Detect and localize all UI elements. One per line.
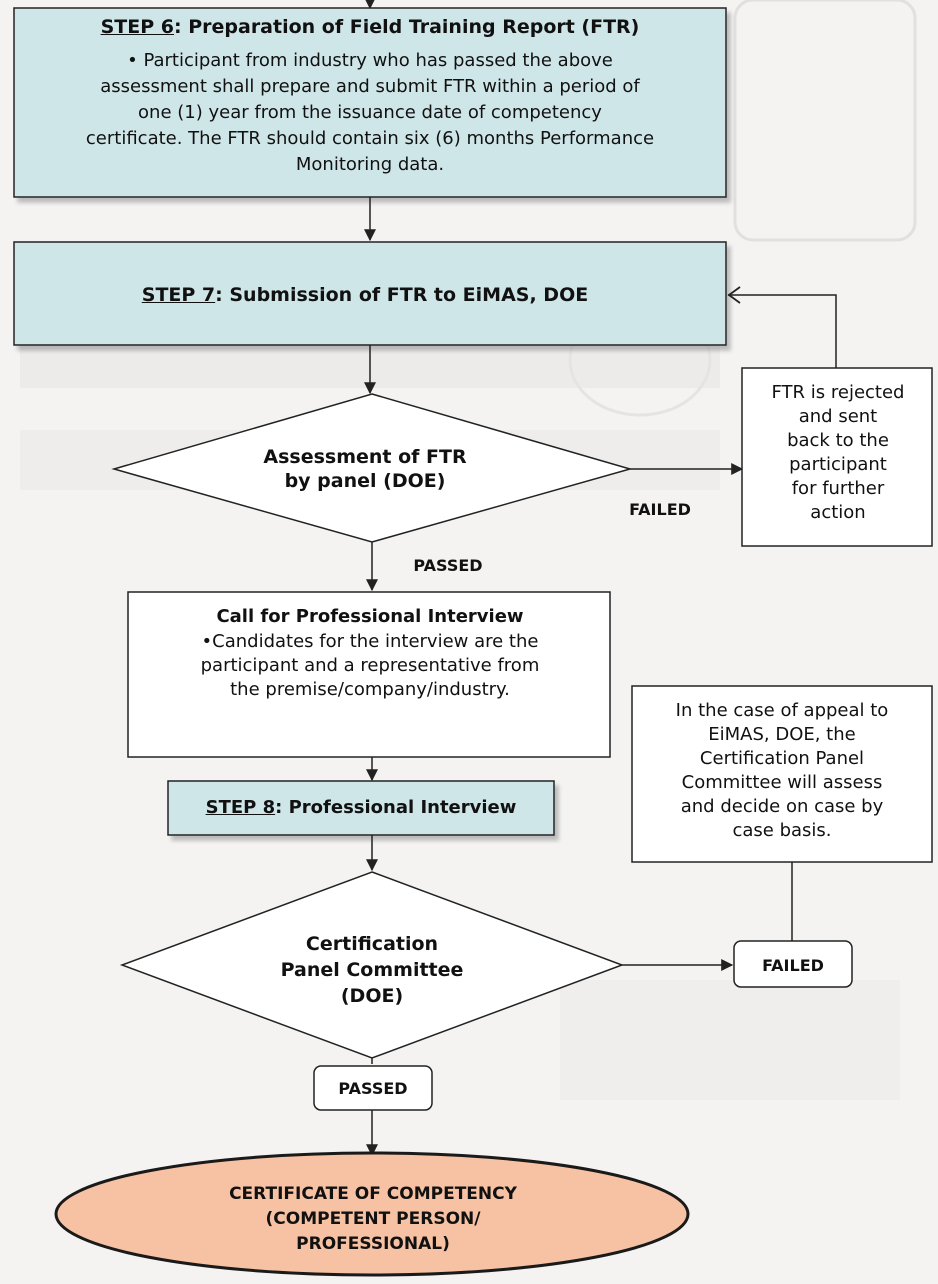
certificate-line: (COMPETENT PERSON/ — [265, 1209, 481, 1229]
passed-label: PASSED — [413, 556, 483, 575]
background-panel-outline — [733, 0, 917, 242]
committee-line: Certification — [305, 933, 439, 955]
feedback-arrowhead — [727, 286, 741, 304]
interview-call-description: •Candidates for the interview are the pa… — [140, 630, 600, 702]
failed-box — [733, 940, 853, 988]
interview-call-line: participant and a representative from — [200, 655, 540, 676]
assessment-line: Assessment of FTR — [263, 446, 467, 468]
appeal-line: case basis. — [732, 820, 832, 841]
rejected-line: for further — [791, 478, 885, 499]
step6-title: STEP 6: Preparation of Field Training Re… — [40, 16, 700, 38]
committee-decision-label: Certification Panel Committee (DOE) — [252, 931, 492, 1009]
step7-title: STEP 7: Submission of FTR to EiMAS, DOE — [20, 284, 710, 306]
step8-title-text: : Professional Interview — [275, 797, 517, 818]
interview-call-box — [127, 591, 611, 758]
step6-description: • Participant from industry who has pass… — [30, 48, 710, 178]
appeal-line: EiMAS, DOE, the — [708, 724, 856, 745]
appeal-box — [631, 685, 933, 863]
step6-line: assessment shall prepare and submit FTR … — [100, 76, 640, 97]
step7-label: STEP 7 — [141, 284, 216, 306]
rejected-line: back to the — [787, 430, 889, 451]
rejected-text: FTR is rejected and sent back to the par… — [748, 381, 928, 525]
certificate-line: PROFESSIONAL) — [296, 1234, 450, 1254]
background-heading-block — [560, 980, 900, 1100]
step8-title: STEP 8: Professional Interview — [168, 797, 554, 818]
appeal-line: In the case of appeal to — [675, 700, 889, 721]
interview-call-line: •Candidates for the interview are the — [201, 631, 539, 652]
step6-line: Monitoring data. — [295, 154, 445, 175]
interview-call-line: the premise/company/industry. — [230, 679, 510, 700]
appeal-line: and decide on case by — [680, 796, 884, 817]
rejected-line: FTR is rejected — [771, 382, 905, 403]
assessment-decision-label: Assessment of FTR by panel (DOE) — [205, 445, 525, 493]
certificate-label: CERTIFICATE OF COMPETENCY (COMPETENT PER… — [170, 1182, 576, 1257]
rejected-line: participant — [789, 454, 887, 475]
passed-box — [313, 1065, 433, 1111]
step6-label: STEP 6 — [100, 16, 174, 38]
rejected-box — [741, 367, 933, 547]
step6-line: one (1) year from the issuance date of c… — [138, 102, 602, 123]
step8-box — [167, 780, 555, 836]
feedback-line-rejected-to-step7 — [728, 294, 837, 368]
failed-label: FAILED — [629, 500, 691, 519]
step8-label: STEP 8 — [205, 797, 276, 818]
appeal-line: Committee will assess — [681, 772, 883, 793]
step7-title-text: : Submission of FTR to EiMAS, DOE — [215, 284, 589, 306]
step6-line: • Participant from industry who has pass… — [127, 50, 613, 71]
failed-box-label: FAILED — [762, 956, 824, 975]
appeal-text: In the case of appeal to EiMAS, DOE, the… — [634, 699, 930, 843]
step6-line: certificate. The FTR should contain six … — [85, 128, 655, 149]
rejected-line: action — [810, 502, 866, 523]
interview-call-title: Call for Professional Interview — [216, 606, 524, 627]
step6-box — [13, 7, 727, 198]
certificate-line: CERTIFICATE OF COMPETENCY — [229, 1184, 517, 1204]
rejected-line: and sent — [798, 406, 878, 427]
assessment-line: by panel (DOE) — [284, 470, 446, 492]
committee-line: (DOE) — [340, 985, 404, 1007]
certificate-oval — [54, 1151, 690, 1277]
appeal-line: Certification Panel — [699, 748, 865, 769]
committee-line: Panel Committee — [280, 959, 464, 981]
step6-title-text: : Preparation of Field Training Report (… — [174, 16, 640, 38]
passed-box-label: PASSED — [338, 1079, 408, 1098]
